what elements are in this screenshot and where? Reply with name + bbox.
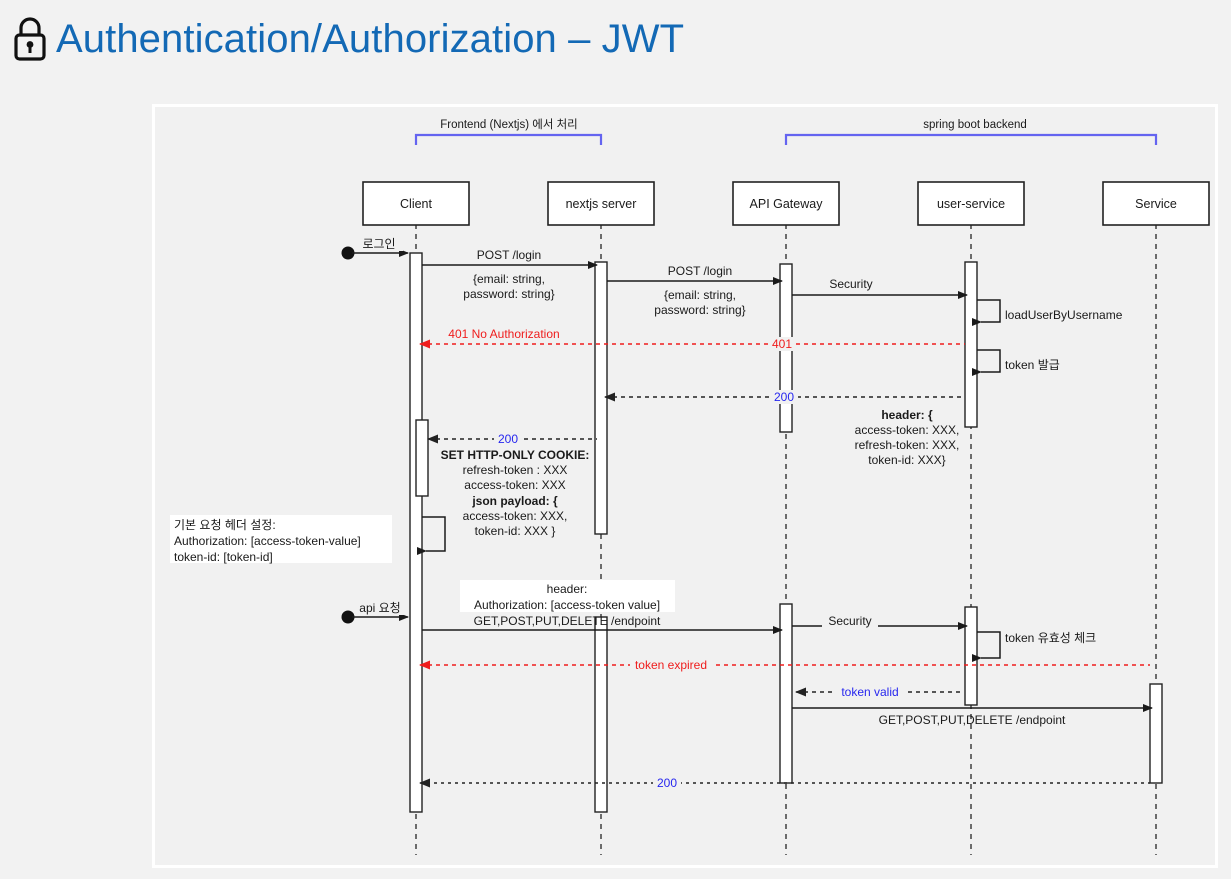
message-code-final-200: 200 — [657, 776, 677, 790]
diagram-frame — [152, 104, 1218, 868]
activation-service-1 — [1149, 683, 1163, 784]
message-sublabel-post-login-gateway-2: password: string} — [654, 303, 745, 317]
activation-client-main — [409, 252, 423, 813]
sequence-diagram: Frontend (Nextjs) 에서 처리 spring boot back… — [170, 116, 1210, 855]
message-sublabel-post-login-client-2: password: string} — [463, 287, 554, 301]
message-label-security-1: Security — [829, 277, 872, 291]
entry-point-login: 로그인 — [341, 236, 409, 260]
message-endpoint-forward: GET,POST,PUT,DELETE /endpoint — [792, 704, 1153, 727]
message-post-login-client: POST /login {email: string, password: st… — [422, 248, 598, 301]
entry-point-api: api 요청 — [341, 600, 409, 624]
message-label-endpoint-forward: GET,POST,PUT,DELETE /endpoint — [879, 713, 1066, 727]
message-label-token-issue: token 발급 — [1005, 358, 1060, 372]
note-default-header-line3: token-id: [token-id] — [174, 550, 273, 564]
message-token-valid: token valid — [795, 684, 963, 699]
message-code-200-gateway: 200 — [774, 390, 794, 404]
page-title-text: Authentication/Authorization – JWT — [56, 17, 685, 61]
note-default-header-line2: Authorization: [access-token-value] — [174, 534, 361, 548]
message-label-load-user-by-username: loadUserByUsername — [1005, 308, 1123, 322]
participant-label-user-service: user-service — [937, 197, 1005, 211]
entry-label-api: api 요청 — [359, 601, 400, 615]
message-sublabel-api-request: GET,POST,PUT,DELETE /endpoint — [474, 614, 661, 628]
participant-boxes: Client nextjs server API Gateway user-se… — [362, 181, 1210, 226]
message-token-expired: token expired — [419, 657, 1150, 672]
message-label-token-validity-check: token 유효성 체크 — [1005, 631, 1096, 645]
message-200-gateway: 200 header: { access-token: XXX, refresh… — [604, 390, 965, 467]
message-post-login-gateway: POST /login {email: string, password: st… — [607, 264, 783, 317]
message-label-token-valid: token valid — [841, 685, 898, 699]
message-sublabel-post-login-client-1: {email: string, — [473, 272, 545, 286]
group-bracket-backend: spring boot backend — [784, 116, 1158, 145]
message-api-request: header: Authorization: [access-token val… — [422, 580, 783, 634]
message-label-api-request-2: Authorization: [access-token value] — [474, 598, 660, 612]
message-sublabel-200-client-1: SET HTTP-ONLY COOKIE: — [441, 448, 590, 462]
message-sublabel-200-client-2: refresh-token : XXX — [463, 463, 568, 477]
participant-service[interactable]: Service — [1102, 181, 1210, 226]
message-sublabel-post-login-gateway-1: {email: string, — [664, 288, 736, 302]
page-title: Authentication/Authorization – JWT — [10, 8, 684, 70]
message-label-api-request-1: header: — [547, 582, 588, 596]
participant-label-nextjs-server: nextjs server — [566, 197, 637, 211]
message-sublabel-200-client-5: access-token: XXX, — [463, 509, 568, 523]
message-token-validity-check: token 유효성 체크 — [972, 631, 1096, 662]
message-final-200: 200 — [419, 776, 1150, 790]
message-sublabel-200-client-6: token-id: XXX } — [475, 524, 556, 538]
message-label-security-2: Security — [828, 614, 871, 628]
message-sublabel-200-gateway-3: refresh-token: XXX, — [855, 438, 960, 452]
message-default-header-set: 기본 요청 헤더 설정: Authorization: [access-toke… — [170, 515, 446, 564]
message-sublabel-200-client-4: json payload: { — [471, 494, 558, 508]
message-sublabel-200-client-3: access-token: XXX — [464, 478, 565, 492]
message-security-1: Security — [792, 276, 968, 299]
note-default-header-line1: 기본 요청 헤더 설정: — [174, 518, 276, 532]
message-label-401: 401 No Authorization — [448, 327, 559, 341]
message-401: 401 No Authorization 401 — [419, 326, 965, 351]
participant-api-gateway[interactable]: API Gateway — [732, 181, 840, 226]
message-code-401: 401 — [772, 337, 792, 351]
message-label-post-login-gateway: POST /login — [668, 264, 732, 278]
message-sublabel-200-gateway-4: token-id: XXX} — [868, 453, 945, 467]
message-load-user-by-username: loadUserByUsername — [972, 299, 1123, 326]
entry-label-login: 로그인 — [362, 237, 395, 251]
message-token-issue: token 발급 — [972, 349, 1060, 376]
message-code-200-client: 200 — [498, 432, 518, 446]
group-label-backend: spring boot backend — [923, 119, 1027, 131]
participant-nextjs-server[interactable]: nextjs server — [547, 181, 655, 226]
activation-gateway-2 — [779, 603, 793, 784]
activation-userservice-1 — [964, 261, 978, 428]
group-bracket-frontend: Frontend (Nextjs) 에서 처리 — [414, 116, 603, 145]
activation-client-nested — [415, 419, 429, 497]
message-200-client: 200 SET HTTP-ONLY COOKIE: refresh-token … — [427, 432, 597, 538]
message-label-post-login-client: POST /login — [477, 248, 541, 262]
participant-client[interactable]: Client — [362, 181, 470, 226]
activation-nextjs-1 — [594, 261, 608, 535]
message-sublabel-200-gateway-2: access-token: XXX, — [855, 423, 960, 437]
activation-userservice-2 — [964, 606, 978, 706]
start-dot-api — [341, 610, 355, 624]
participant-user-service[interactable]: user-service — [917, 181, 1025, 226]
message-security-2: Security — [792, 614, 968, 630]
group-label-frontend: Frontend (Nextjs) 에서 처리 — [440, 118, 578, 131]
message-label-token-expired: token expired — [635, 658, 707, 672]
participant-label-service: Service — [1135, 197, 1177, 211]
start-dot-login — [341, 246, 355, 260]
participant-label-api-gateway: API Gateway — [750, 197, 824, 211]
message-sublabel-200-gateway-1: header: { — [881, 408, 933, 422]
participant-label-client: Client — [400, 197, 432, 211]
lock-icon — [14, 17, 46, 61]
